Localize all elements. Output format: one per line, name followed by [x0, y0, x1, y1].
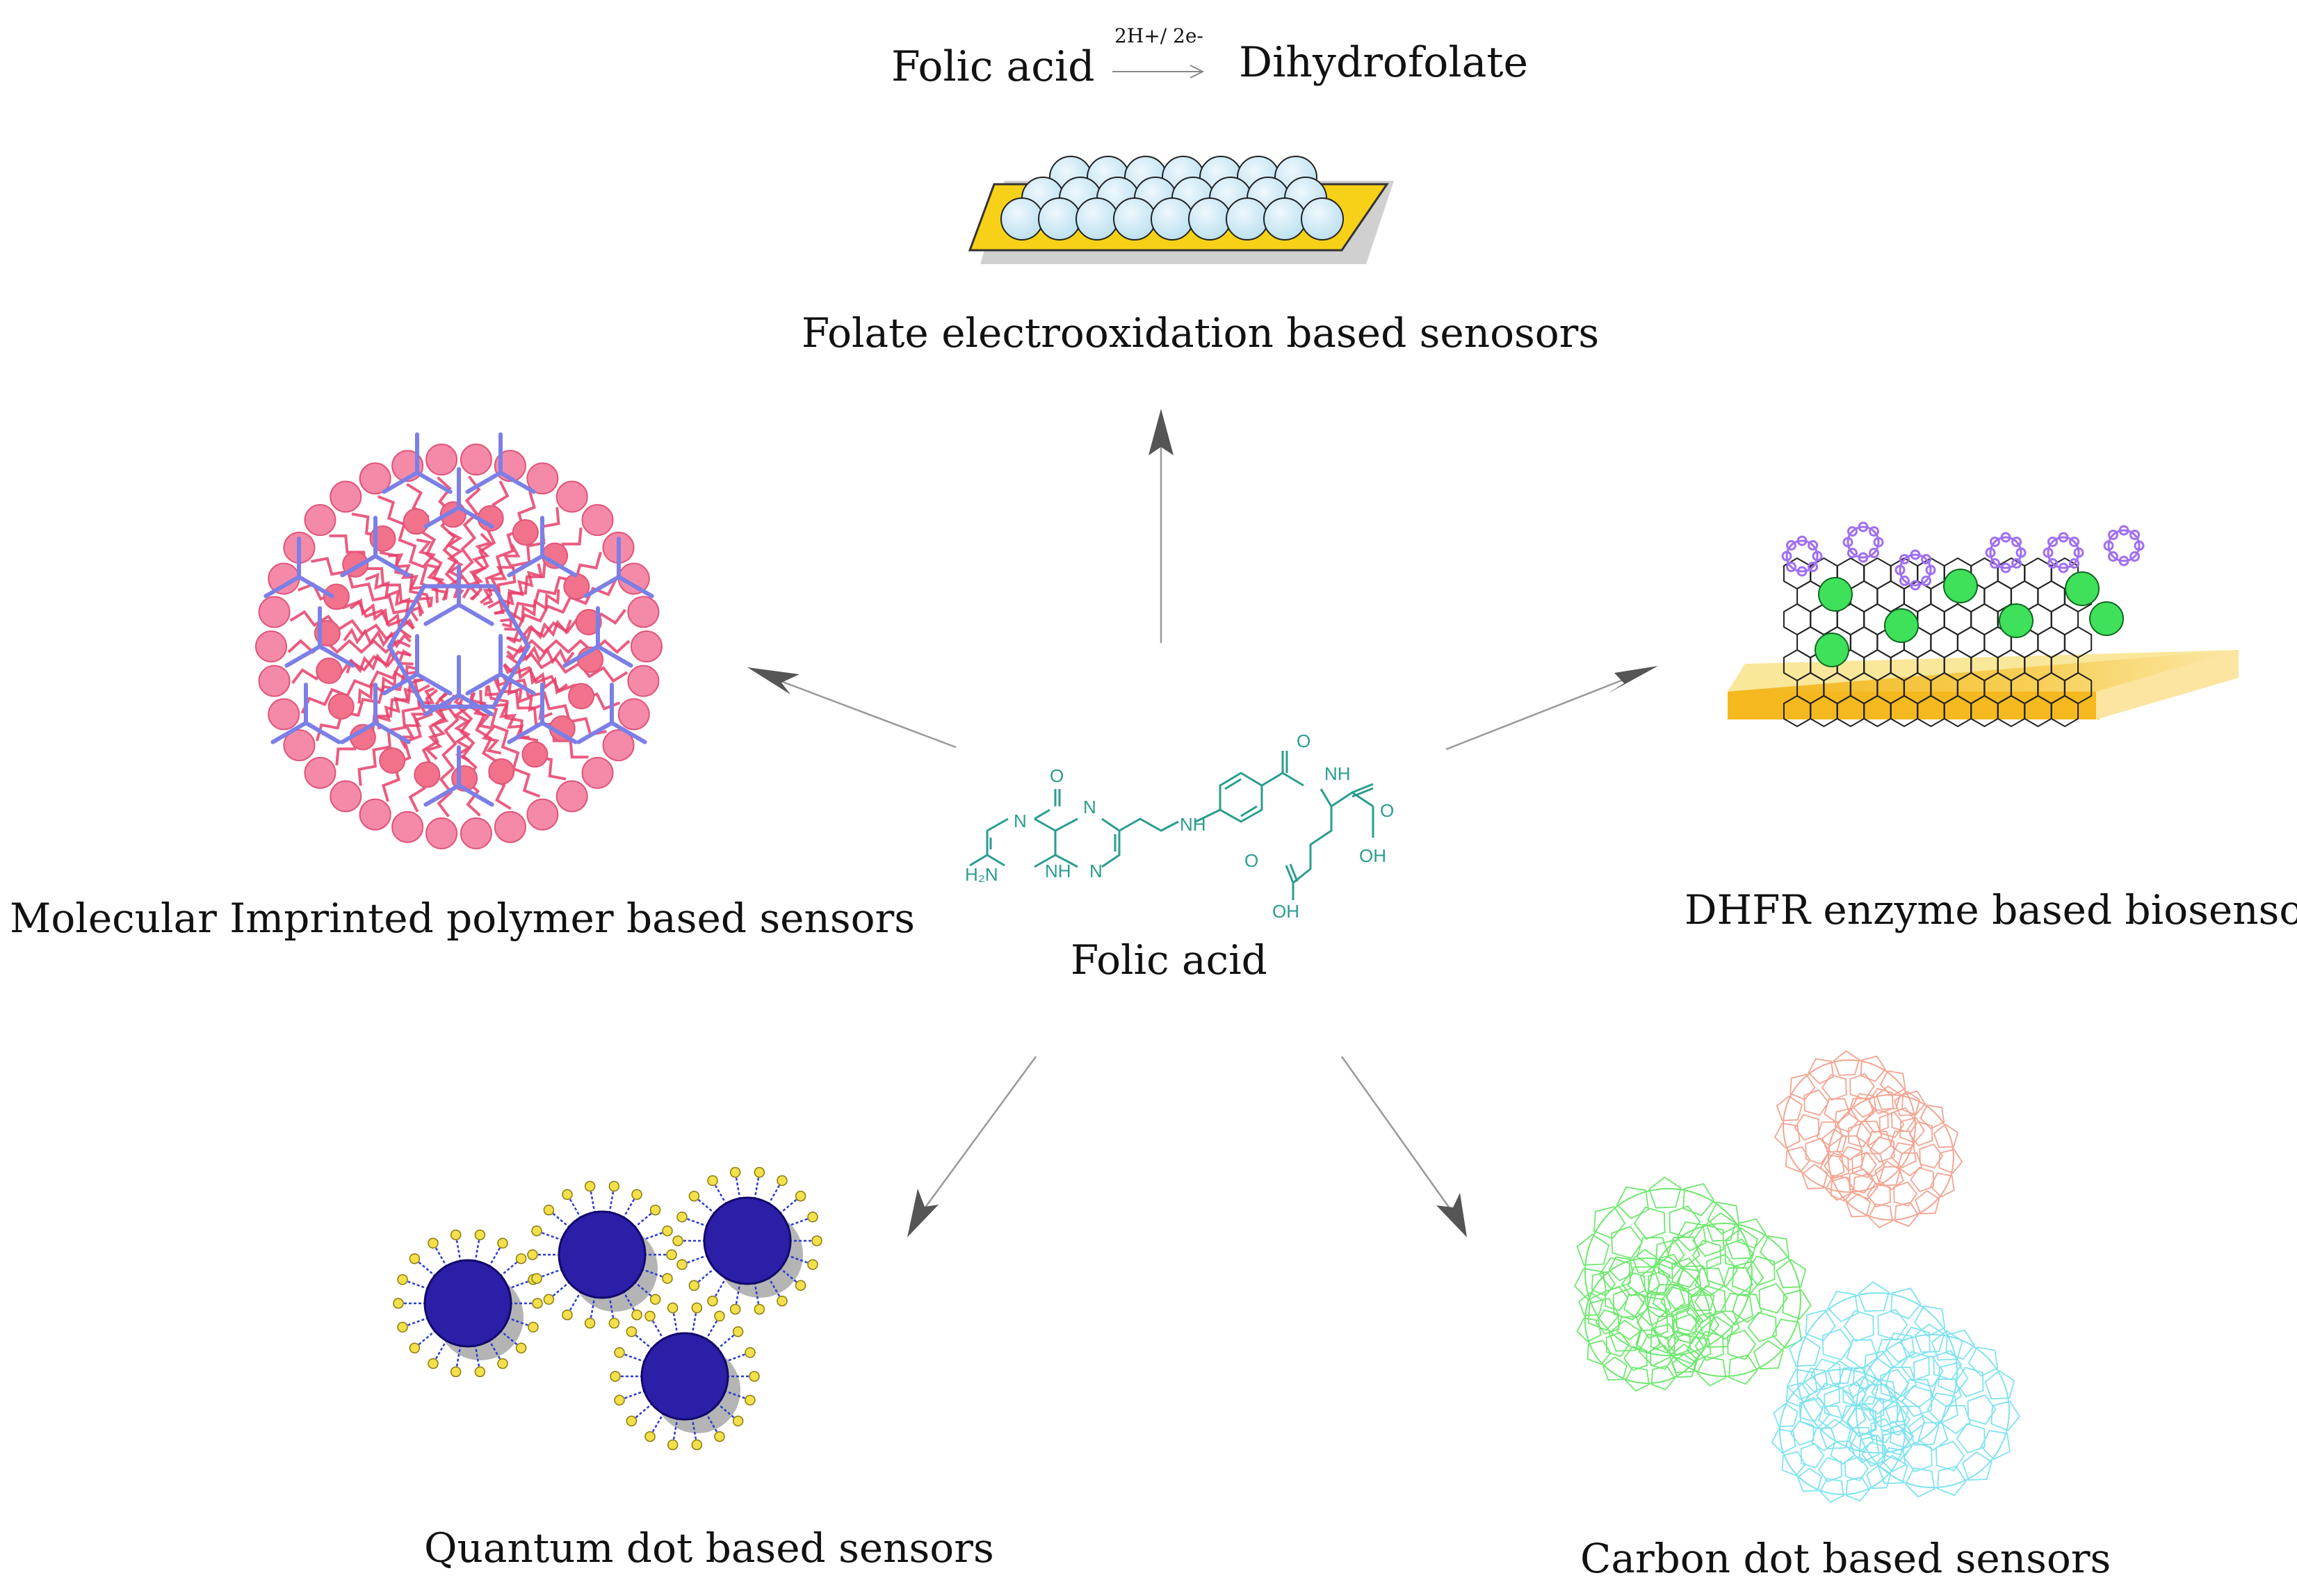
reaction-product: Dihydrofolate	[1239, 38, 1528, 87]
arrow-right-head	[1607, 666, 1658, 694]
label-quantum-dot: Quantum dot based sensors	[424, 1524, 994, 1572]
dhfr-enzymes	[1815, 569, 2124, 667]
graphene-sheet	[1783, 557, 2093, 728]
quantum-dot-illustration	[393, 1166, 822, 1451]
arrow-down-left-head	[907, 1189, 939, 1237]
arrow-down-left	[920, 1056, 1037, 1214]
reaction-reactant: Folic acid	[891, 42, 1095, 91]
arrow-left-head	[747, 667, 800, 694]
label-electrooxidation: Folate electrooxidation based senosors	[802, 309, 1600, 357]
arrow-down-right-head	[1436, 1193, 1467, 1237]
atom-nh-link: NH	[1180, 814, 1206, 835]
arrow-down-right	[1340, 1056, 1454, 1214]
folic-acid-structure	[969, 751, 1374, 900]
atom-n3: N	[1089, 861, 1103, 881]
arrow-left	[771, 676, 957, 749]
arrow-right	[1445, 674, 1634, 751]
atom-h2n: H₂N	[965, 864, 998, 885]
atom-o1: O	[1050, 765, 1064, 786]
label-dhfr: DHFR enzyme based biosensor	[1685, 886, 2297, 934]
label-center-folic-acid: Folic acid	[1071, 936, 1267, 984]
atom-oh-acid2: OH	[1272, 901, 1299, 922]
electrode-spheres	[1000, 156, 1344, 241]
atom-o-acid1: O	[1380, 800, 1394, 821]
mip-pink-ligands	[255, 443, 663, 849]
folic-acid-atom-labels: O N N NH H₂N N NH O NH O OH O OH	[965, 731, 1394, 922]
mip-polymer-network	[263, 432, 654, 807]
atom-nh1: NH	[1045, 861, 1071, 881]
electrode-illustration	[968, 156, 1394, 264]
label-mip: Molecular Imprinted polymer based sensor…	[10, 895, 915, 942]
atom-n1: N	[1014, 811, 1027, 831]
arrow-up-head	[1148, 409, 1174, 455]
dhfr-illustration	[1728, 521, 2239, 728]
method-arrows	[747, 409, 1658, 1237]
folate-rings	[1781, 521, 2145, 591]
atom-n2: N	[1083, 797, 1096, 817]
reaction-arrow-head	[1190, 65, 1205, 79]
atom-o-amide: O	[1297, 731, 1310, 751]
label-carbon-dot: Carbon dot based sensors	[1580, 1535, 2111, 1582]
mip-illustration	[255, 432, 663, 849]
atom-nh-amide: NH	[1324, 763, 1351, 784]
atom-oh-acid1: OH	[1359, 845, 1386, 866]
reaction-conditions: 2H+/ 2e-	[1114, 24, 1203, 47]
carbon-dot-illustration	[1573, 1050, 2020, 1504]
atom-o-acid2: O	[1244, 850, 1258, 871]
